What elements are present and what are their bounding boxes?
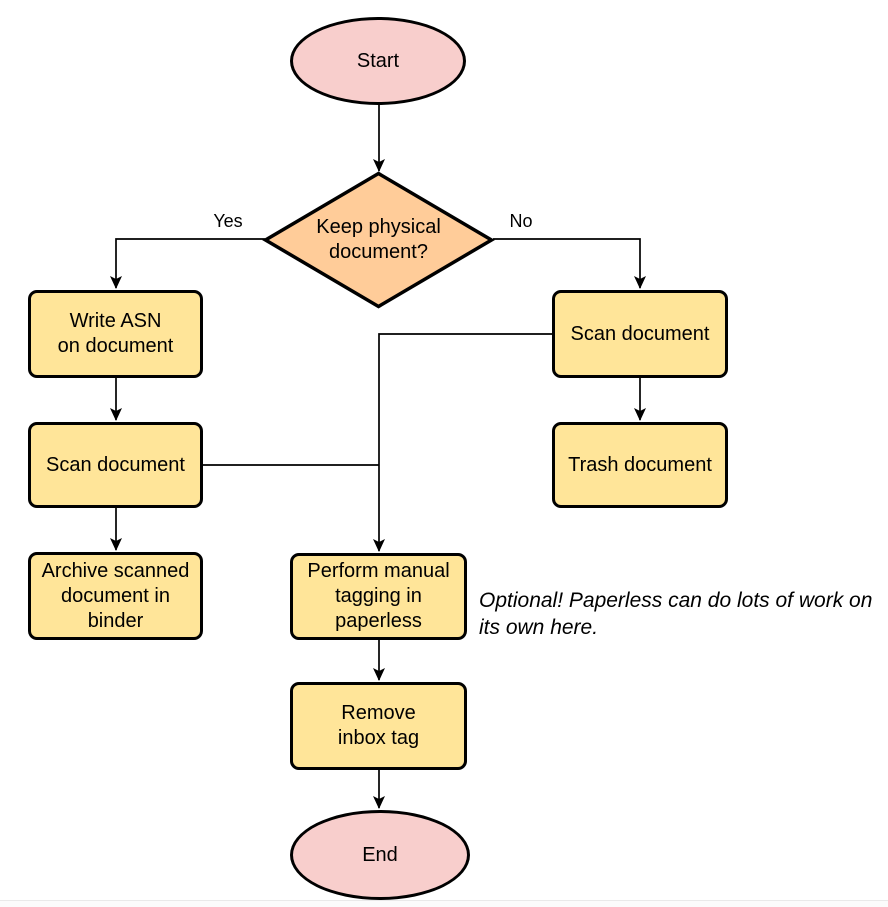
node-write-asn: Write ASN on document xyxy=(28,290,203,378)
node-perform-tagging: Perform manual tagging in paperless xyxy=(290,553,467,640)
edge-label-no: No xyxy=(509,211,533,231)
edge-label-yes: Yes xyxy=(213,211,243,231)
edge-yes-branch xyxy=(110,238,265,289)
node-trash-document: Trash document xyxy=(552,422,728,508)
node-end-label: End xyxy=(362,843,398,866)
edge-scanright-to-tagging xyxy=(373,333,552,552)
optional-note: Optional! Paperless can do lots of work … xyxy=(479,589,873,639)
node-start: Start xyxy=(290,17,466,105)
node-start-label: Start xyxy=(356,49,400,72)
node-end: End xyxy=(290,810,470,900)
node-scan-document-right: Scan document xyxy=(552,290,728,378)
node-archive-scanned: Archive scanned document in binder xyxy=(28,552,203,640)
page-bottom-border xyxy=(0,900,888,907)
node-keep-physical-document: Keep physical document? xyxy=(262,170,495,310)
node-scan-document-left: Scan document xyxy=(28,422,203,508)
node-remove-inbox-tag: Remove inbox tag xyxy=(290,682,467,770)
decision-diamond-shape xyxy=(262,171,495,309)
node-keep-physical-document-label: Keep physical document? xyxy=(316,216,441,263)
edge-no-branch xyxy=(493,238,646,289)
